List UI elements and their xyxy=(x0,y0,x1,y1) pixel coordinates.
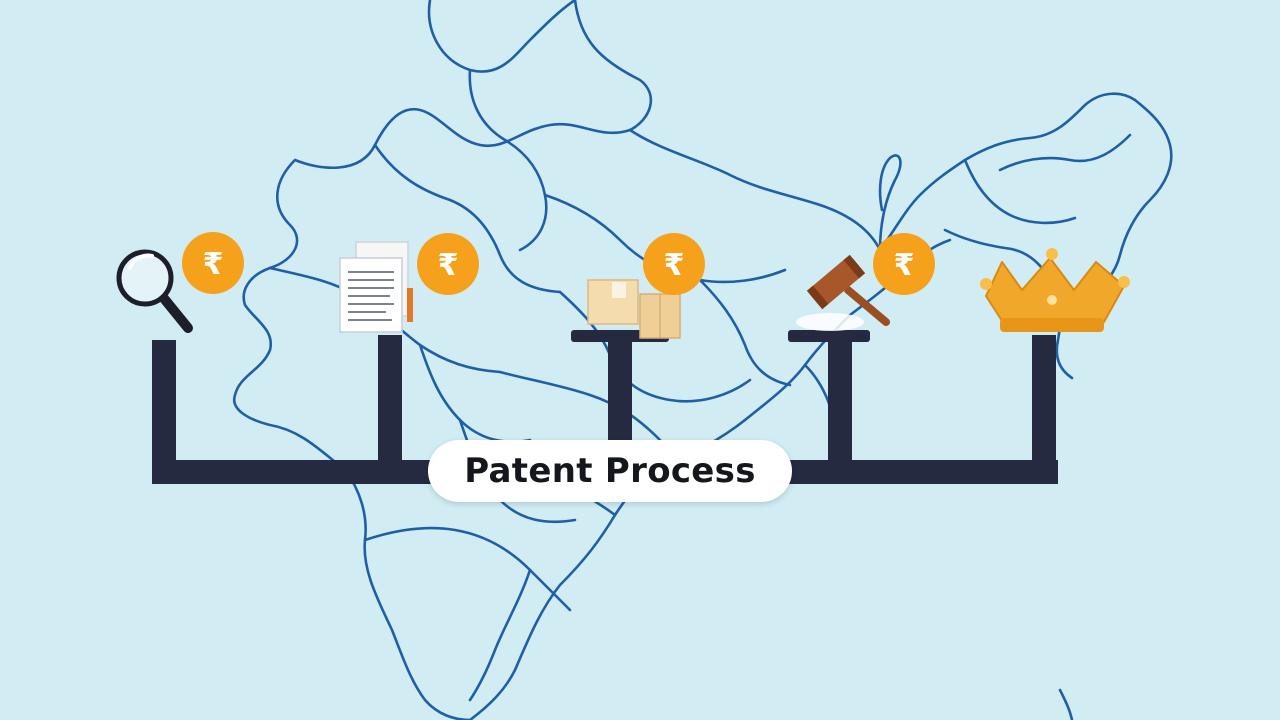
pedestal-cap-4 xyxy=(788,330,870,342)
rupee-coin-1: ₹ xyxy=(182,232,244,294)
title-pill: Patent Process xyxy=(428,440,792,502)
diagram-title: Patent Process xyxy=(464,451,756,491)
rupee-coin-4: ₹ xyxy=(873,233,935,295)
connector-post-1 xyxy=(152,340,176,484)
rupee-symbol: ₹ xyxy=(203,247,224,282)
connector-post-5 xyxy=(1032,335,1056,484)
connector-post-2 xyxy=(378,335,402,484)
connector-post-4 xyxy=(828,338,852,484)
rupee-coin-2: ₹ xyxy=(417,233,479,295)
rupee-symbol: ₹ xyxy=(664,248,685,283)
rupee-symbol: ₹ xyxy=(894,248,915,283)
rupee-coin-3: ₹ xyxy=(643,233,705,295)
rupee-symbol: ₹ xyxy=(438,248,459,283)
